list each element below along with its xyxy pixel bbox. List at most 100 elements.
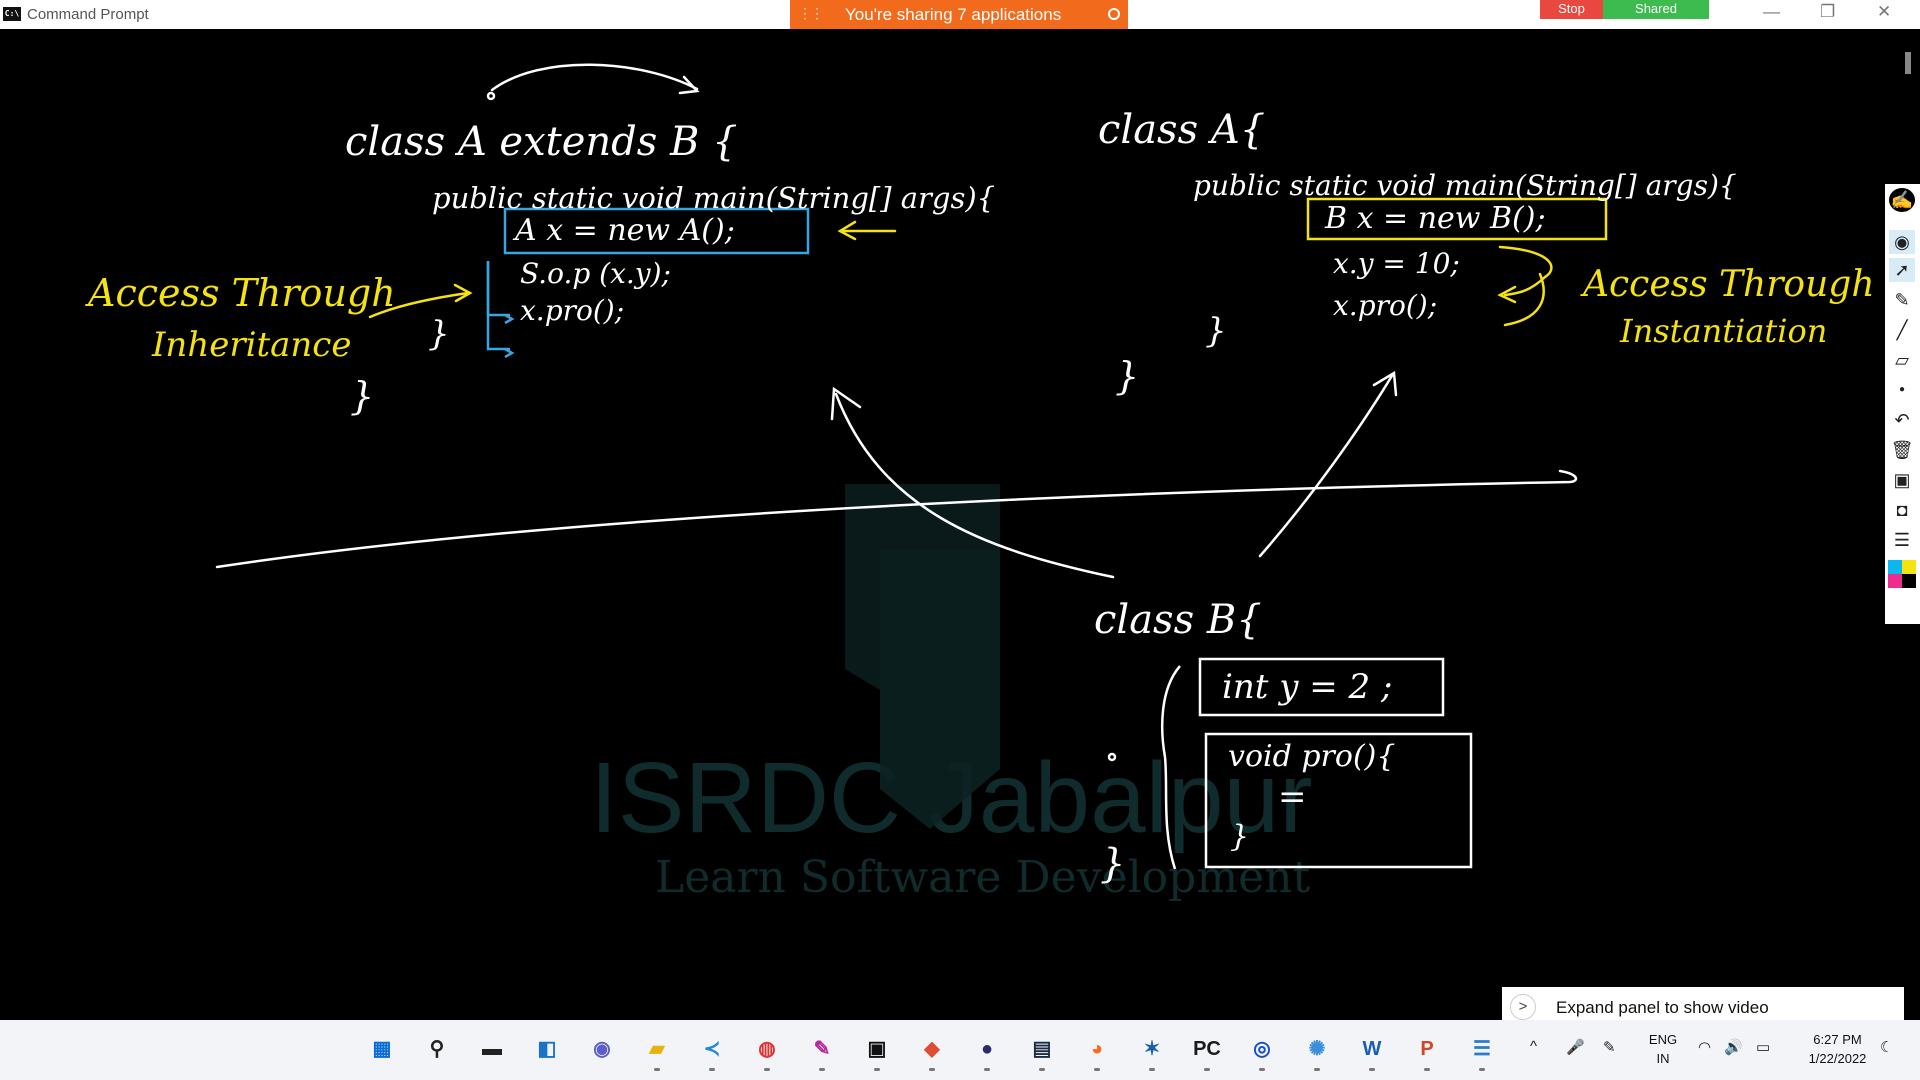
mysql-glyph: ▤ [1032,1038,1052,1060]
language-code: ENG [1648,1032,1678,1047]
left-close-inner: } [428,314,450,354]
right-line-assign: x.y = 10; [1333,247,1460,280]
region-code: IN [1656,1051,1670,1066]
left-main-signature: public static void main(String[] args){ [432,181,996,215]
expand-panel-label: Expand panel to show video [1556,998,1769,1017]
inheritance-label-line1: Access Through [88,271,396,315]
kali-icon[interactable]: ✶ [1134,1031,1170,1071]
scrollbar-thumb[interactable] [1905,52,1911,74]
task-view-icon[interactable]: ▬ [474,1031,510,1067]
right-main-signature: public static void main(String[] args){ [1193,169,1737,202]
microphone-icon[interactable]: 🎤 [1566,1039,1585,1056]
instantiation-label-line1: Access Through [1583,264,1875,305]
whiteboard-canvas[interactable]: ISRDC Jabalpur Learn Software Developmen… [0,29,1920,1020]
left-line-pro: x.pro(); [520,294,625,327]
firefox-icon[interactable]: ◕ [1079,1031,1115,1071]
record-indicator-icon[interactable] [1108,8,1120,20]
undo-icon[interactable]: ↶ [1894,410,1910,430]
watermark-subtitle: Learn Software Development [655,852,1311,903]
minimize-button[interactable]: — [1763,2,1780,21]
vscode-glyph: ≺ [703,1038,721,1060]
annotation-toolbar: ✍ ◉ ➚ ✎ ╱ ▱ ● ↶ 🗑 ▣ ◘ ☰ [1885,184,1920,624]
mysql-icon[interactable]: ▤ [1024,1031,1060,1071]
notepad-icon[interactable]: ☰ [1464,1031,1500,1071]
restore-button[interactable]: ❐ [1820,2,1836,21]
zoom-app-icon[interactable]: ◎ [1244,1031,1280,1071]
chevron-right-icon[interactable]: > [1510,994,1536,1020]
wifi-icon[interactable]: ◠ [1698,1039,1712,1056]
word-icon[interactable]: W [1354,1031,1390,1071]
start-icon[interactable]: ▦ [364,1031,400,1067]
eye-icon[interactable]: ◉ [1889,230,1915,254]
clock[interactable]: 6:27 PM 1/22/2022 [1790,1030,1885,1068]
eclipse-glyph: ● [980,1038,994,1060]
highlighter-icon[interactable]: ✎ [1894,290,1910,310]
powerpoint-icon[interactable]: P [1409,1031,1445,1071]
notes-icon[interactable]: ☰ [1893,530,1911,550]
search-icon[interactable]: ⚲ [419,1031,455,1067]
pen-icon[interactable]: ✍ [1889,188,1915,212]
teams-chat-glyph: ◉ [593,1038,611,1060]
eclipse-icon[interactable]: ● [969,1031,1005,1071]
file-explorer-glyph: ▰ [649,1038,665,1060]
network-app-icon[interactable]: ✺ [1299,1031,1335,1071]
chrome-glyph: ◍ [758,1038,776,1060]
widgets-glyph: ◧ [537,1038,557,1060]
command-prompt-icon: C:\ [3,7,21,21]
notification-icon[interactable]: ☾ [1880,1039,1894,1056]
start-glyph: ▦ [372,1038,392,1060]
pycharm-icon[interactable]: PC [1189,1031,1225,1071]
task-view-glyph: ▬ [482,1038,502,1060]
kali-glyph: ✶ [1143,1038,1161,1060]
file-explorer-icon[interactable]: ▰ [639,1031,675,1071]
pen-menu-icon[interactable]: ✎ [1603,1039,1616,1056]
search-glyph: ⚲ [429,1038,445,1060]
volume-icon[interactable]: 🔊 [1724,1039,1743,1056]
chevron-up-icon[interactable]: ^ [1530,1038,1538,1055]
chrome-icon[interactable]: ◍ [749,1031,785,1071]
screen-icon[interactable]: ▣ [1893,470,1911,490]
bottom-method-signature: void pro(){ [1228,739,1396,774]
teams-chat-icon[interactable]: ◉ [584,1031,620,1067]
line-icon[interactable]: ╱ [1896,320,1908,340]
paint-brush-icon[interactable]: ✎ [804,1031,840,1071]
right-close-outer: } [1115,354,1140,398]
shared-button[interactable]: Shared [1603,0,1709,19]
word-glyph: W [1362,1038,1382,1060]
language-indicator[interactable]: ENG IN [1646,1030,1680,1068]
ink-strokes [215,63,1608,870]
eraser-icon[interactable]: ▱ [1895,350,1909,370]
clock-date: 1/22/2022 [1808,1051,1867,1066]
zoom-app-glyph: ◎ [1253,1038,1271,1060]
drag-handle-icon[interactable]: ⋮⋮ [798,5,824,21]
trash-icon[interactable]: 🗑 [1890,440,1914,460]
stickies-glyph: ◆ [924,1038,940,1060]
stickies-icon[interactable]: ◆ [914,1031,950,1071]
bottom-class-header: class B{ [1094,597,1262,643]
inheritance-label-line2: Inheritance [152,325,352,365]
dot-icon[interactable]: ● [1898,384,1906,395]
cursor-icon[interactable]: ➚ [1889,258,1915,282]
window-title: Command Prompt [27,6,149,23]
close-button[interactable]: ✕ [1877,2,1892,21]
paint-brush-glyph: ✎ [813,1038,831,1060]
sharing-message: You're sharing 7 applications [845,5,1062,24]
right-close-inner: } [1205,311,1227,351]
left-close-outer: } [350,374,375,418]
right-class-header: class A{ [1098,107,1266,153]
palette-icon[interactable] [1888,560,1916,588]
firefox-glyph: ◕ [1090,1038,1104,1060]
bottom-class-close: } [1100,841,1126,887]
powerpoint-glyph: P [1420,1038,1434,1060]
vscode-icon[interactable]: ≺ [694,1031,730,1071]
sharing-banner[interactable]: ⋮⋮ You're sharing 7 applications [790,0,1128,29]
left-line-sop: S.o.p (x.y); [520,257,671,290]
terminal-icon[interactable]: ▣ [859,1031,895,1071]
bottom-method-body: = [1278,777,1307,817]
stop-sharing-button[interactable]: Stop [1540,0,1603,19]
pycharm-glyph: PC [1193,1038,1221,1060]
instantiation-label-line2: Instantiation [1620,312,1828,350]
widgets-icon[interactable]: ◧ [529,1031,565,1067]
battery-icon[interactable]: ▭ [1756,1039,1771,1056]
camera-icon[interactable]: ◘ [1896,500,1908,520]
